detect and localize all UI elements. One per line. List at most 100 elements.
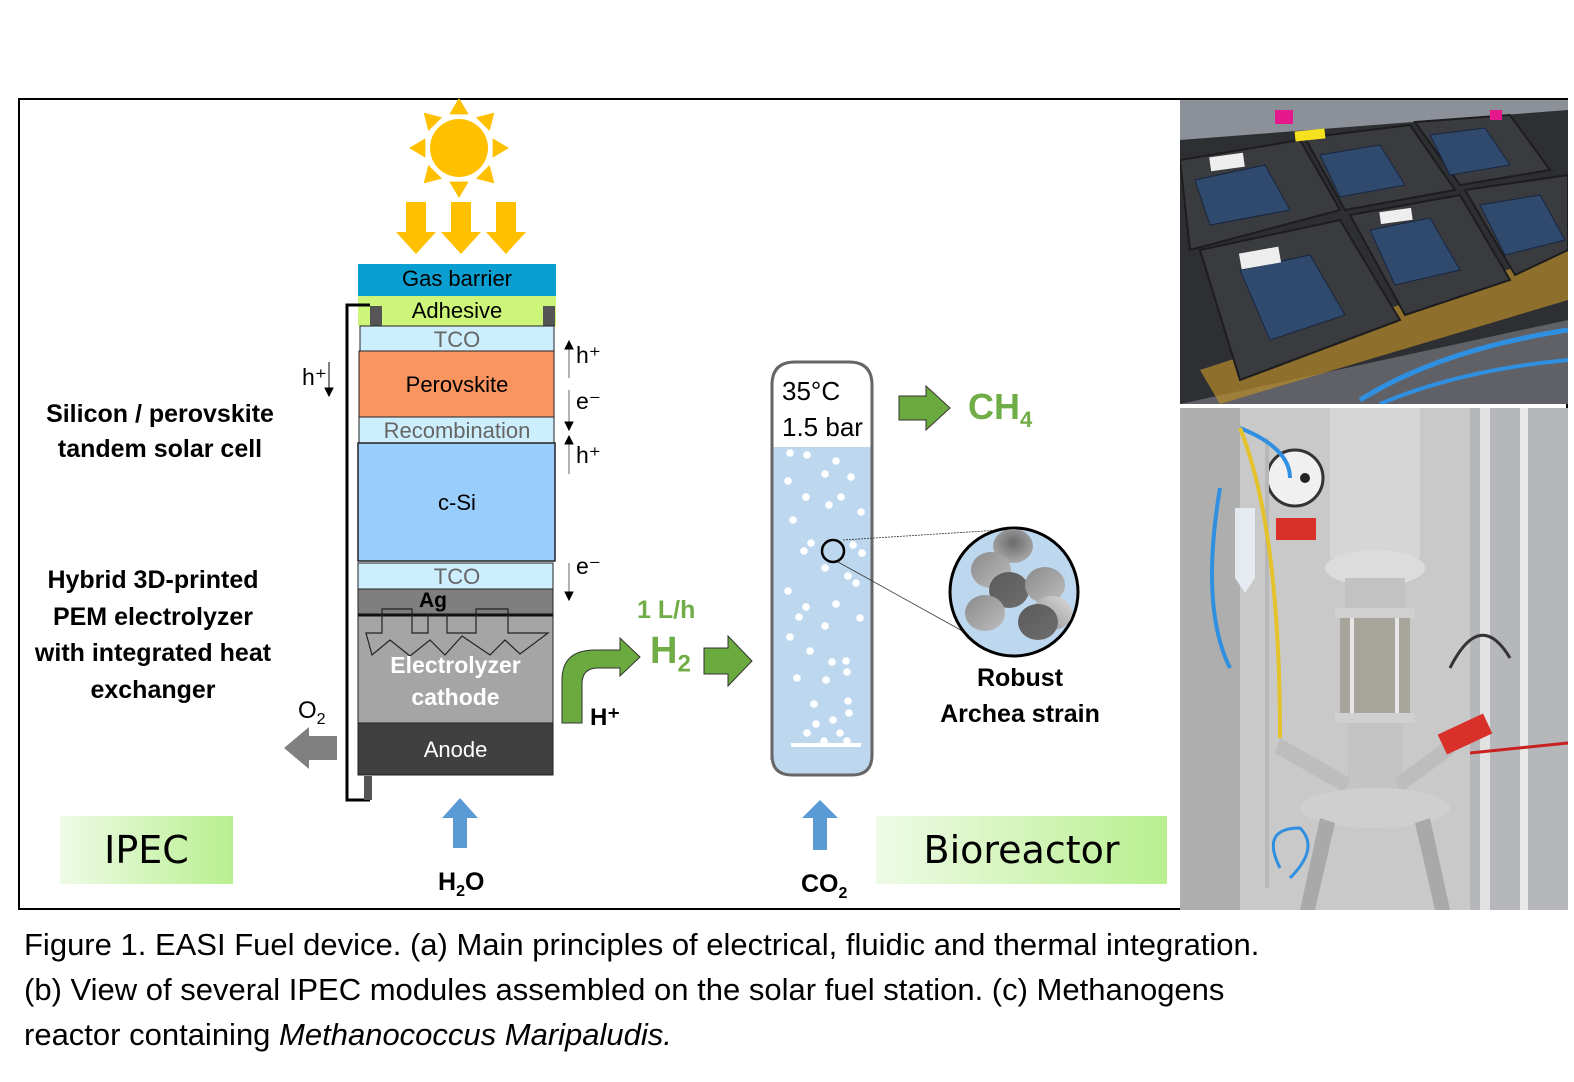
h2o-in-arrow (442, 798, 478, 848)
sun-ray (423, 112, 443, 132)
layer-recombination (358, 416, 555, 444)
ch4-subscript: 4 (1020, 407, 1033, 433)
archea-line-1: Robust (976, 664, 1064, 692)
h2o-h: H (438, 868, 457, 896)
layer-tco-bottom (357, 562, 554, 590)
reactor-temperature: 35°C (782, 376, 841, 406)
bubble (807, 539, 815, 547)
bubble (852, 579, 860, 587)
zoom-line-bottom (837, 561, 976, 639)
archea-line-2: Archea strain (940, 700, 1100, 728)
bubble (825, 501, 833, 509)
layer-adhesive (358, 296, 556, 326)
h-plus-top-label: h⁺ (576, 342, 601, 368)
bubble (847, 473, 855, 481)
bubble (802, 603, 810, 611)
bubbles (784, 449, 866, 745)
electrolyzer-line-4: exchanger (90, 675, 216, 704)
ch4-text: CH (968, 386, 1020, 427)
h2o-o: O (464, 868, 485, 896)
carrier-arrows (324, 339, 574, 602)
h-plus-left-label: h⁺ (302, 364, 327, 390)
adhesive-label: Adhesive (411, 298, 503, 323)
archea-cell (1018, 604, 1058, 640)
sun-ray (423, 164, 443, 184)
electrolyzer-line-1: Hybrid 3D-printed (47, 566, 259, 594)
tco-bottom-label: TCO (433, 564, 481, 589)
bubble (806, 647, 814, 655)
bubble (832, 457, 840, 465)
co2-label: CO2 (801, 870, 847, 903)
bubble (821, 470, 829, 478)
electrolyzer-cathode-label-1: Electrolyzer (390, 652, 521, 678)
sun-ray (475, 112, 495, 132)
sun-ray (409, 138, 426, 158)
h2-label: H2 (650, 630, 691, 679)
layer-anode (357, 722, 554, 776)
adhesive-spacer-right (543, 306, 555, 326)
bubble (844, 697, 852, 705)
bubble (793, 674, 801, 682)
bubble (786, 449, 794, 457)
heat-exchanger-channels (365, 608, 550, 657)
caption-line-2: (b) View of several IPEC modules assembl… (24, 972, 1225, 1007)
electrolyzer-cathode-label-2: cathode (411, 684, 500, 710)
solar-cell-line-2: tandem solar cell (57, 435, 263, 463)
layer-perovskite (358, 350, 555, 418)
o2-label: O2 (298, 697, 326, 729)
sun-ray (449, 181, 469, 198)
gas-barrier-label: Gas barrier (401, 266, 513, 291)
gas-sparger (791, 743, 861, 747)
reactor-pressure: 1.5 bar (782, 412, 863, 442)
o2-text: O (298, 697, 317, 724)
h2-to-reactor-arrow (703, 634, 753, 688)
bubble (821, 564, 829, 572)
ipec-modules-illustration (1180, 100, 1568, 404)
bubble (828, 658, 836, 666)
bubble (812, 720, 820, 728)
electrolyzer-description: Hybrid 3D-printed PEM electrolyzer with … (22, 562, 284, 708)
h2o-label: H2O (438, 868, 484, 901)
h2-rate-label: 1 L/h (637, 596, 696, 624)
h2o-subscript: 2 (456, 883, 465, 900)
tandem-stack (357, 264, 556, 776)
solar-cell-line-1: Silicon / perovskite (46, 400, 274, 428)
bubble (803, 729, 811, 737)
archea-cell (993, 529, 1033, 563)
bubble (845, 709, 853, 717)
bubble (832, 600, 840, 608)
external-circuit-wire (345, 303, 372, 802)
bubble (842, 657, 850, 665)
ipec-badge: IPEC (60, 816, 233, 884)
bubble (789, 516, 797, 524)
reactor-illustration (1180, 408, 1568, 910)
c-si-label: c-Si (438, 490, 476, 515)
ch4-label: CH4 (968, 386, 1032, 433)
archea-strain-label: Robust Archea strain (920, 660, 1120, 732)
bioreactor-badge: Bioreactor (876, 816, 1167, 884)
bubble (786, 633, 794, 641)
bubble (800, 547, 808, 555)
bubble (837, 493, 845, 501)
h-plus-out-label: H⁺ (590, 704, 620, 731)
sunlight-arrow-3 (486, 202, 526, 254)
anode-label: Anode (423, 737, 488, 762)
sunlight-arrows (396, 202, 526, 254)
bubble (802, 493, 810, 501)
bubble (803, 451, 811, 459)
o2-subscript: 2 (316, 710, 326, 728)
co2-subscript: 2 (838, 885, 848, 902)
solar-cell-description: Silicon / perovskite tandem solar cell (30, 397, 290, 467)
tco-top-label: TCO (433, 327, 481, 352)
layer-tco-top (359, 325, 555, 352)
bubble (784, 477, 792, 485)
e-minus-bottom-label: e⁻ (576, 553, 601, 579)
archea-cell (989, 572, 1029, 608)
bubble (858, 549, 866, 557)
layer-c-si (357, 442, 556, 562)
h2-text: H (650, 630, 678, 672)
bubble (810, 700, 818, 708)
bubble (820, 737, 828, 745)
bubble (844, 572, 852, 580)
sun-ray (449, 98, 469, 115)
